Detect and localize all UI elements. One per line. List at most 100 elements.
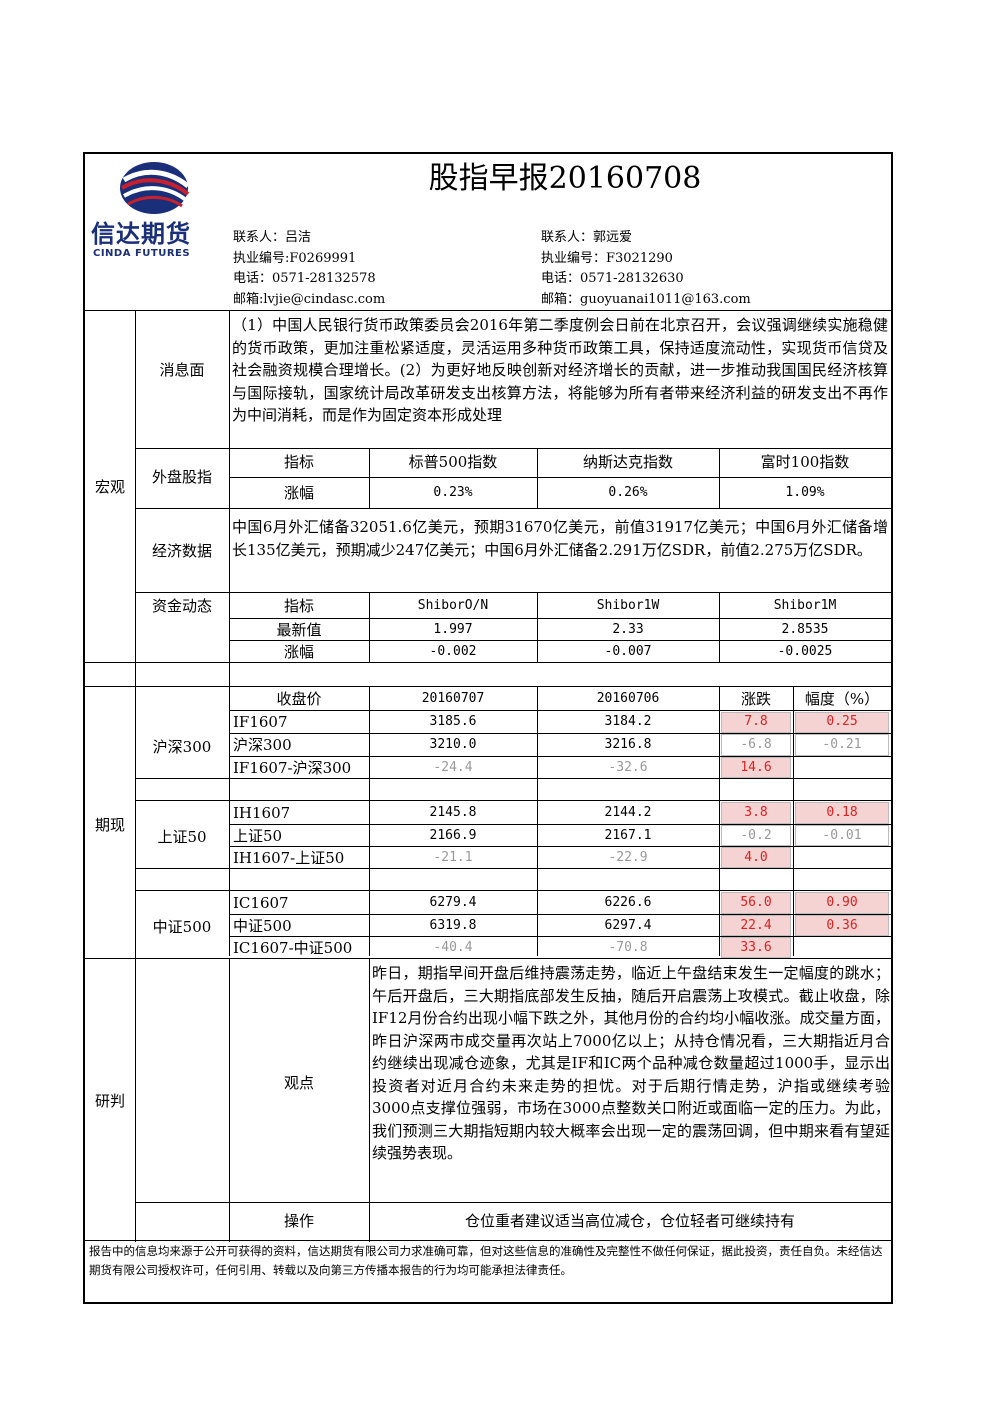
news-label: 消息面 [159, 361, 205, 379]
funds-r1-c3: -0.0025 [777, 644, 833, 659]
g1-r0-c2: 2144.2 [604, 805, 652, 820]
foreign-r3: 1.09% [785, 485, 825, 500]
fut-h3: 涨跌 [740, 690, 771, 708]
contact-right: 联系人：郭远爱 执业编号：F3021290 电话：0571-28132630 邮… [541, 228, 751, 310]
g1-r0-c1: 2145.8 [429, 805, 477, 820]
section-research: 研判 [94, 1092, 125, 1110]
op-text: 仓位重者建议适当高位减仓，仓位轻者可继续持有 [464, 1212, 795, 1230]
report-page: 信达期货 CINDA FUTURES 股指早报20160708 联系人：吕洁 执… [83, 152, 893, 1304]
funds-r1-c1: -0.002 [429, 644, 477, 659]
g2-r1-c1: 6319.8 [429, 918, 477, 933]
g0-r2-c3: 14.6 [740, 760, 772, 775]
foreign-r2: 0.26% [608, 485, 648, 500]
g1-r1-c0: 上证50 [233, 827, 283, 845]
news-text: （1）中国人民银行货币政策委员会2016年第二季度例会日前在北京召开，会议强调继… [232, 316, 888, 424]
contact-right-license: 执业编号：F3021290 [541, 250, 673, 266]
g0-r0-c3: 7.8 [744, 714, 768, 729]
group-sz50-label: 上证50 [157, 828, 207, 846]
g0-r0-c1: 3185.6 [429, 714, 477, 729]
logo-text-en: CINDA FUTURES [93, 248, 191, 259]
section-macro: 宏观 [94, 478, 125, 496]
g0-r1-c2: 3216.8 [604, 737, 652, 752]
page-title: 股指早报20160708 [428, 161, 702, 196]
logo-globe-icon [120, 162, 190, 214]
foreign-r0: 涨幅 [283, 484, 314, 502]
fut-h1: 20160707 [421, 691, 485, 706]
logo-text-cn: 信达期货 [91, 220, 191, 248]
g1-r0-c0: IH1607 [233, 804, 291, 822]
section-futures: 期现 [94, 816, 125, 834]
g1-r1-c2: 2167.1 [604, 828, 652, 843]
g2-r2-c1: -40.4 [433, 940, 473, 955]
econ-text: 中国6月外汇储备32051.6亿美元，预期31670亿美元，前值31917亿美元… [232, 518, 888, 559]
g0-r2-c1: -24.4 [433, 760, 473, 775]
funds-r0-c3: 2.8535 [781, 622, 829, 637]
fut-h4: 幅度（%） [804, 690, 880, 708]
contact-left-phone: 电话：0571-28132578 [233, 271, 376, 286]
fut-h0: 收盘价 [276, 690, 322, 708]
group-zz500-label: 中证500 [152, 918, 212, 936]
contact-left: 联系人：吕洁 执业编号:F0269991 电话：0571-28132578 邮箱… [233, 228, 385, 310]
g0-r1-c0: 沪深300 [233, 736, 292, 754]
disclaimer: 报告中的信息均来源于公开可获得的资料，信达期货有限公司力求准确可靠，但对这些信息… [89, 1244, 883, 1277]
g1-r0-c4: 0.18 [826, 805, 858, 820]
g2-r0-c0: IC1607 [233, 894, 289, 912]
g0-r0-c2: 3184.2 [604, 714, 652, 729]
g1-r1-c4: -0.01 [822, 828, 862, 843]
g2-r0-c4: 0.90 [826, 895, 858, 910]
g0-r1-c1: 3210.0 [429, 737, 477, 752]
op-label: 操作 [283, 1212, 314, 1230]
g1-r2-c0: IH1607-上证50 [233, 849, 345, 867]
g0-r2-c0: IF1607-沪深300 [233, 759, 352, 777]
g0-r0-c4: 0.25 [826, 714, 858, 729]
view-label: 观点 [283, 1074, 314, 1092]
g2-r0-c1: 6279.4 [429, 895, 477, 910]
funds-r1-c2: -0.007 [604, 644, 652, 659]
fut-h2: 20160706 [596, 691, 660, 706]
contact-right-name: 联系人：郭远爱 [541, 230, 633, 245]
g1-r1-c3: -0.2 [740, 828, 772, 843]
foreign-h0: 指标 [283, 453, 314, 471]
g2-r2-c3: 33.6 [740, 940, 772, 955]
econ-label: 经济数据 [151, 542, 212, 560]
foreign-h1: 标普500指数 [408, 453, 498, 471]
foreign-h3: 富时100指数 [760, 453, 850, 471]
funds-r0-c1: 1.997 [433, 622, 473, 637]
g1-r2-c1: -21.1 [433, 850, 473, 865]
foreign-r1: 0.23% [433, 485, 473, 500]
funds-h0: 指标 [283, 597, 314, 615]
g0-r0-c0: IF1607 [233, 713, 288, 731]
cinda-logo: 信达期货 CINDA FUTURES [85, 154, 225, 264]
view-text: 昨日，期指早间开盘后维持震荡走势，临近上午盘结束发生一定幅度的跳水；午后开盘后，… [372, 964, 890, 1162]
funds-r0-c2: 2.33 [612, 622, 644, 637]
g1-r2-c3: 4.0 [744, 850, 768, 865]
g1-r2-c2: -22.9 [608, 850, 648, 865]
funds-h2: Shibor1W [596, 598, 660, 613]
funds-r0-c0: 最新值 [276, 621, 322, 639]
g2-r2-c2: -70.8 [608, 940, 648, 955]
g1-r1-c1: 2166.9 [429, 828, 477, 843]
funds-h3: Shibor1M [773, 598, 837, 613]
funds-r1-c0: 涨幅 [283, 643, 314, 661]
g1-r0-c3: 3.8 [744, 805, 768, 820]
g2-r1-c2: 6297.4 [604, 918, 652, 933]
g0-r1-c3: -6.8 [740, 737, 772, 752]
contact-left-name: 联系人：吕洁 [233, 230, 312, 245]
group-hs300-label: 沪深300 [152, 738, 212, 756]
g0-r1-c4: -0.21 [822, 737, 862, 752]
contact-right-phone: 电话：0571-28132630 [541, 271, 684, 286]
foreign-label: 外盘股指 [151, 468, 212, 486]
funds-label: 资金动态 [151, 597, 212, 615]
contact-left-email: 邮箱:lvjie@cindasc.com [233, 291, 386, 307]
g0-r2-c2: -32.6 [608, 760, 648, 775]
g2-r2-c0: IC1607-中证500 [233, 939, 353, 957]
contact-left-license: 执业编号:F0269991 [233, 250, 357, 266]
contact-right-email: 邮箱：guoyuanai1011@163.com [541, 291, 751, 307]
g2-r1-c0: 中证500 [233, 917, 292, 935]
g2-r1-c4: 0.36 [826, 918, 858, 933]
g2-r1-c3: 22.4 [740, 918, 772, 933]
foreign-h2: 纳斯达克指数 [582, 453, 673, 471]
g2-r0-c3: 56.0 [740, 895, 772, 910]
funds-h1: ShiborO/N [417, 598, 489, 613]
g2-r0-c2: 6226.6 [604, 895, 652, 910]
